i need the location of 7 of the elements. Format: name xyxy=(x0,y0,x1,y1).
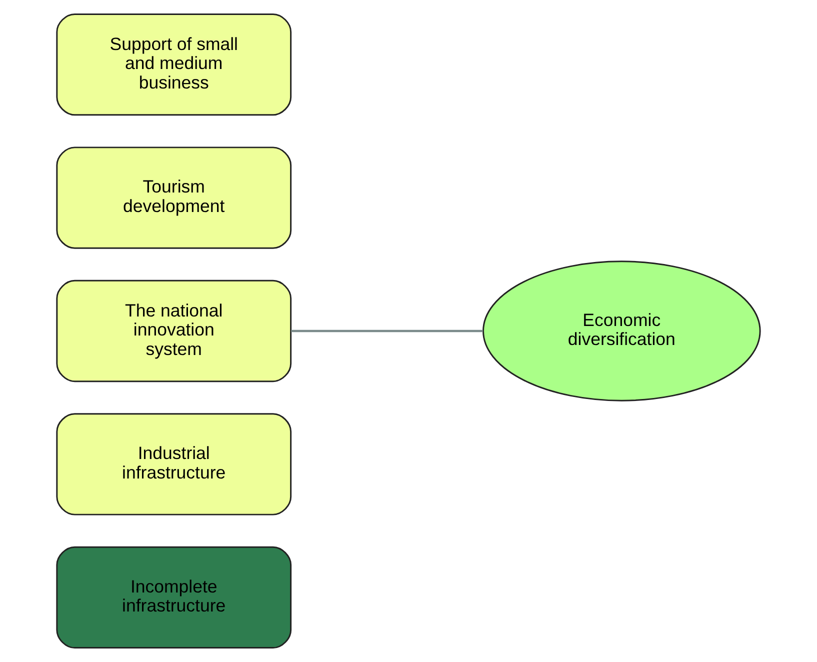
node-box: The national innovation system xyxy=(56,280,292,382)
connector xyxy=(291,330,483,332)
node-ellipse: Economic diversification xyxy=(482,260,761,402)
node-box: Tourism development xyxy=(56,146,292,249)
node-box: Incomplete infrastructure xyxy=(56,546,292,649)
node-box: Industrial infrastructure xyxy=(56,413,292,516)
node-box: Support of small and medium business xyxy=(56,13,292,116)
